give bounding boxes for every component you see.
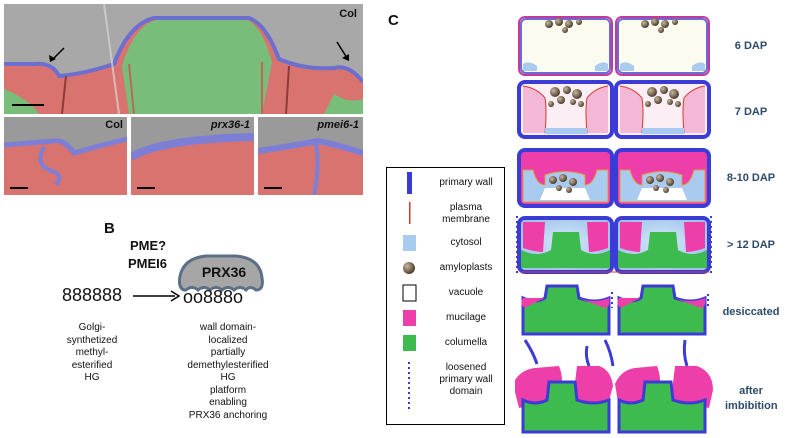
right-caption-line: platform bbox=[209, 384, 247, 396]
stage-7dap-diagram bbox=[517, 80, 711, 139]
pme-label: PME? bbox=[130, 238, 167, 253]
label-pmei6-1: pmei6-1 bbox=[317, 119, 359, 131]
stage-label-8-10dap: 8-10 DAP bbox=[726, 172, 776, 184]
left-caption-line: esterified bbox=[71, 359, 113, 371]
stage-label-desiccated: desiccated bbox=[722, 306, 780, 318]
left-caption-line: Golgi- bbox=[78, 322, 106, 333]
right-caption-line: enabling bbox=[209, 397, 247, 408]
legend-label: vacuole bbox=[448, 287, 484, 298]
stage-desiccated-diagram bbox=[521, 284, 709, 336]
vacuole-icon bbox=[402, 284, 417, 302]
scale-bar-pmei6-1 bbox=[264, 187, 282, 189]
columella-icon bbox=[403, 335, 416, 351]
micrograph-prx36-1: prx36-1 bbox=[131, 117, 254, 195]
stage-label-12dap: > 12 DAP bbox=[727, 239, 775, 251]
scale-bar-top bbox=[12, 104, 44, 106]
legend: primary wall plasma membrane cytosol amy… bbox=[386, 167, 505, 425]
stage-6dap-diagram bbox=[518, 16, 710, 76]
legend-label: primary wall bbox=[439, 177, 493, 188]
stage-8-10dap-diagram bbox=[517, 148, 711, 208]
label-col: Col bbox=[105, 119, 123, 131]
methylesterified-hg-string: 888888 bbox=[62, 285, 123, 305]
right-caption-line: demethylesterified bbox=[187, 359, 269, 371]
scale-bar-col bbox=[10, 187, 28, 189]
primary-wall-icon bbox=[407, 172, 412, 194]
micrograph-col-top-image bbox=[4, 4, 363, 114]
stage-12dap-diagram bbox=[516, 216, 712, 274]
micrograph-col-top: Col bbox=[4, 4, 363, 114]
stage-label-6dap: 6 DAP bbox=[734, 40, 768, 52]
prx36-shape bbox=[178, 254, 264, 293]
left-caption-line: HG bbox=[84, 372, 100, 383]
stage-label-7dap: 7 DAP bbox=[734, 106, 768, 118]
demethylesterified-hg-string: oo888o bbox=[183, 287, 244, 307]
right-caption-line: localized bbox=[208, 334, 248, 346]
stage-diagrams bbox=[515, 16, 713, 434]
legend-label: columella bbox=[444, 337, 488, 348]
legend-label: amyloplasts bbox=[439, 262, 493, 273]
loosened-wall-icon bbox=[408, 362, 410, 410]
legend-label: cytosol bbox=[450, 237, 482, 248]
arrow-icon bbox=[133, 290, 181, 302]
stage-imbibition-diagram bbox=[515, 339, 713, 434]
stage-label-after-imbibition: after imbibition bbox=[725, 385, 778, 412]
plasma-membrane-icon bbox=[409, 202, 411, 224]
left-caption-line: methyl- bbox=[75, 347, 109, 358]
right-caption-line: wall domain- bbox=[199, 322, 257, 333]
micrograph-pmei6-1: pmei6-1 bbox=[258, 117, 363, 195]
micrograph-col-image bbox=[4, 117, 127, 195]
micrograph-col: Col bbox=[4, 117, 127, 195]
mucilage-icon bbox=[403, 310, 416, 326]
panel-c-letter: C bbox=[388, 12, 399, 29]
scale-bar-prx36-1 bbox=[137, 187, 155, 189]
legend-label: loosened primary wall domain bbox=[439, 362, 493, 397]
right-caption-line: partially bbox=[210, 347, 246, 358]
legend-label: plasma membrane bbox=[442, 202, 490, 225]
left-caption: Golgi- synthetized methyl- esterified HG bbox=[52, 322, 132, 385]
panel-b-letter: B bbox=[104, 220, 115, 237]
cytosol-icon bbox=[403, 235, 416, 251]
micrograph-pmei6-1-image bbox=[258, 117, 363, 195]
legend-label: mucilage bbox=[445, 312, 487, 323]
pmei6-label: PMEI6 bbox=[128, 256, 168, 271]
right-caption: wall domain- localized partially demethy… bbox=[168, 322, 288, 422]
label-col-top: Col bbox=[339, 8, 357, 20]
right-caption-line: HG bbox=[220, 372, 236, 383]
amyloplast-icon bbox=[403, 262, 415, 274]
micrograph-prx36-1-image bbox=[131, 117, 254, 195]
prx36-label: PRX36 bbox=[201, 264, 247, 280]
label-prx36-1: prx36-1 bbox=[210, 119, 250, 131]
left-caption-line: synthetized bbox=[66, 334, 118, 346]
right-caption-line: PRX36 anchoring bbox=[188, 409, 268, 421]
